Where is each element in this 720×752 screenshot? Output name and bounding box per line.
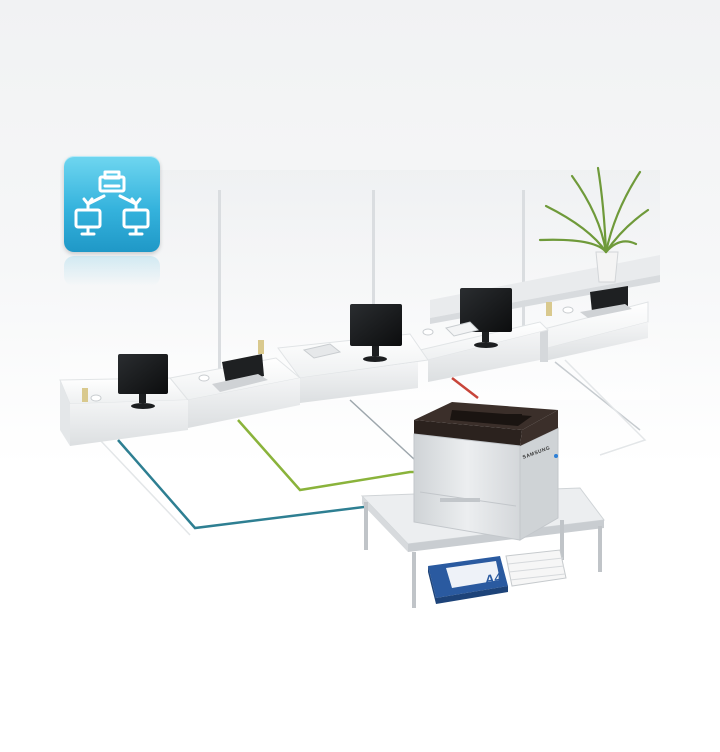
floor-panels: [99, 359, 647, 536]
potted-plant: [538, 166, 650, 283]
monitor-2: [350, 304, 402, 362]
desk-accessories: [82, 302, 574, 402]
monitor-1: [118, 354, 168, 409]
laptop-2: [580, 286, 632, 318]
cable-grey-2: [554, 361, 641, 431]
cable-red: [451, 377, 479, 399]
paper-box: [428, 556, 508, 604]
cable-green: [237, 419, 420, 492]
cable-grey-1: [349, 399, 416, 461]
monitor-3: [460, 288, 512, 348]
printer: [413, 402, 559, 541]
laptop-1: [212, 354, 268, 392]
badge-reflection: [64, 256, 160, 286]
paper-box-label: A4: [485, 569, 502, 588]
network-printing-badge: [64, 156, 160, 286]
paper-stack: [505, 549, 567, 587]
network-printing-icon: [74, 170, 150, 236]
